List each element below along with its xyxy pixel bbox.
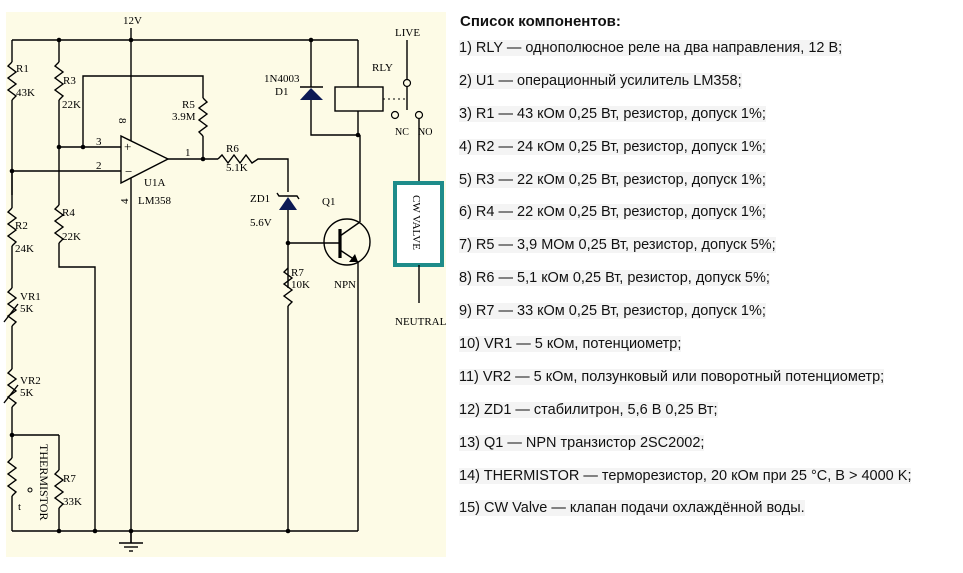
r2-value: 24K	[15, 243, 34, 255]
neutral-label: NEUTRAL	[395, 316, 447, 328]
component-list-item-text: 8) R6 — 5,1 кОм 0,25 Вт, резистор, допус…	[459, 270, 770, 287]
component-list-item-text: 3) R1 — 43 кОм 0,25 Вт, резистор, допуск…	[459, 105, 766, 122]
component-list-item-text: 14) THERMISTOR — терморезистор, 20 кОм п…	[459, 467, 912, 484]
schematic-background	[6, 12, 446, 557]
component-list-item-text: 6) R4 — 22 кОм 0,25 Вт, резистор, допуск…	[459, 204, 766, 221]
cw-valve	[393, 181, 444, 303]
component-list-item-text: 12) ZD1 — стабилитрон, 5,6 В 0,25 Вт;	[459, 401, 718, 418]
component-list-title: Список компонентов:	[460, 13, 621, 30]
r7-therm-value: 33K	[63, 496, 82, 508]
r6-ref: R6	[226, 143, 239, 155]
opamp-u1a	[120, 40, 218, 543]
r3-value: 22K	[62, 99, 81, 111]
component-list-item: 4) R2 — 24 кОм 0,25 Вт, резистор, допуск…	[458, 131, 958, 164]
component-list-item-text: 10) VR1 — 5 кОм, потенциометр;	[459, 336, 682, 353]
zd1-value: 5.6V	[250, 217, 272, 229]
relay-no-label: NO	[418, 127, 432, 138]
component-list-item: 15) CW Valve — клапан подачи охлаждённой…	[458, 492, 958, 525]
ground-rail	[12, 528, 358, 534]
r5-value: 3.9M	[172, 111, 196, 123]
opamp-minus: −	[125, 164, 132, 179]
component-list: Список компонентов: 1) RLY — однополюсно…	[458, 12, 958, 525]
transistor-q1	[288, 135, 371, 531]
component-list-item: 12) ZD1 — стабилитрон, 5,6 В 0,25 Вт;	[458, 394, 958, 427]
live-label: LIVE	[395, 27, 420, 39]
r4-ref: R4	[62, 207, 75, 219]
r7-base-value: 10K	[291, 279, 310, 291]
component-list-item-text: 5) R3 — 22 кОм 0,25 Вт, резистор, допуск…	[459, 171, 766, 188]
potentiometer-vr1	[3, 287, 19, 369]
potentiometer-vr2	[3, 368, 19, 438]
r1-value: 43K	[16, 87, 35, 99]
resistor-r5	[56, 75, 209, 159]
r4-value: 22K	[62, 231, 81, 243]
component-list-item-text: 15) CW Valve — клапан подачи охлаждённой…	[459, 500, 805, 517]
component-list-item-text: 11) VR2 — 5 кОм, ползунковый или поворот…	[459, 368, 885, 385]
pin4-label: 4	[119, 198, 131, 204]
resistor-r6	[217, 153, 289, 192]
component-list-item-text: 7) R5 — 3,9 МОм 0,25 Вт, резистор, допус…	[459, 237, 776, 254]
component-list-item: 9) R7 — 33 кОм 0,25 Вт, резистор, допуск…	[458, 295, 958, 328]
component-list-item: 3) R1 — 43 кОм 0,25 Вт, резистор, допуск…	[458, 98, 958, 131]
r1-ref: R1	[16, 63, 29, 75]
pin1-label: 1	[185, 147, 191, 159]
component-list-item: 5) R3 — 22 кОм 0,25 Вт, резистор, допуск…	[458, 164, 958, 197]
component-list-item-text: 9) R7 — 33 кОм 0,25 Вт, резистор, допуск…	[459, 303, 766, 320]
pin2-label: 2	[96, 160, 102, 172]
q1-type: NPN	[334, 279, 356, 291]
resistor-r4	[53, 147, 96, 531]
thermistor-t-label: t	[18, 501, 21, 513]
r6-value: 5.1K	[226, 162, 248, 174]
supply-12v-label: 12V	[123, 15, 142, 27]
cw-valve-label: CW VALVE	[410, 195, 422, 250]
component-list-item: 8) R6 — 5,1 кОм 0,25 Вт, резистор, допус…	[458, 262, 958, 295]
thermistor-label: THERMISTOR	[37, 444, 51, 520]
component-list-item-text: 2) U1 — операционный усилитель LM358;	[459, 72, 742, 89]
component-list-item: 1) RLY — однополюсное реле на два направ…	[458, 32, 958, 65]
component-list-item: 11) VR2 — 5 кОм, ползунковый или поворот…	[458, 361, 958, 394]
u1a-ref: U1A	[144, 177, 165, 189]
opamp-plus: +	[124, 139, 131, 154]
component-list-item-text: 4) R2 — 24 кОм 0,25 Вт, резистор, допуск…	[459, 138, 766, 155]
r3-ref: R3	[63, 75, 76, 87]
resistor-r7-therm	[53, 435, 65, 531]
rly-ref: RLY	[372, 62, 393, 74]
component-items: 1) RLY — однополюсное реле на два направ…	[458, 32, 958, 525]
resistor-r2	[6, 171, 18, 288]
relay-nc-label: NC	[395, 127, 409, 138]
diode-d1	[300, 40, 361, 138]
component-list-item-text: 1) RLY — однополюсное реле на два направ…	[459, 40, 843, 56]
q1-ref: Q1	[322, 196, 335, 208]
resistor-r3	[53, 40, 65, 147]
vr2-ref: VR2	[20, 375, 41, 387]
vr1-ref: VR1	[20, 291, 41, 303]
relay-rly	[334, 40, 424, 183]
component-list-item: 13) Q1 — NPN транзистор 2SC2002;	[458, 427, 958, 460]
pin3-label: 3	[96, 136, 102, 148]
ground-icon	[119, 531, 143, 552]
vr1-value: 5K	[20, 303, 34, 315]
r7-therm-ref: R7	[63, 473, 76, 485]
vr2-value: 5K	[20, 387, 34, 399]
component-list-item: 14) THERMISTOR — терморезистор, 20 кОм п…	[458, 460, 958, 493]
zd1-ref: ZD1	[250, 193, 270, 205]
component-list-item: 10) VR1 — 5 кОм, потенциометр;	[458, 328, 958, 361]
d1-value: 1N4003	[264, 73, 300, 85]
thermistor	[6, 434, 59, 531]
pin8-label: 8	[116, 118, 128, 124]
u1a-value: LM358	[138, 195, 172, 207]
r7-base-ref: R7	[291, 267, 304, 279]
component-list-item-text: 13) Q1 — NPN транзистор 2SC2002;	[459, 434, 705, 451]
r2-ref: R2	[15, 220, 28, 232]
resistor-r7-base	[282, 267, 294, 531]
circuit-schematic: 12V R1 43K R3 22K R5 3.9M 3 2 + − 1 8 4	[0, 0, 450, 573]
r5-ref: R5	[182, 99, 195, 111]
component-list-item: 7) R5 — 3,9 МОм 0,25 Вт, резистор, допус…	[458, 229, 958, 262]
component-list-item: 6) R4 — 22 кОм 0,25 Вт, резистор, допуск…	[458, 196, 958, 229]
d1-ref: D1	[275, 86, 288, 98]
component-list-item: 2) U1 — операционный усилитель LM358;	[458, 65, 958, 98]
